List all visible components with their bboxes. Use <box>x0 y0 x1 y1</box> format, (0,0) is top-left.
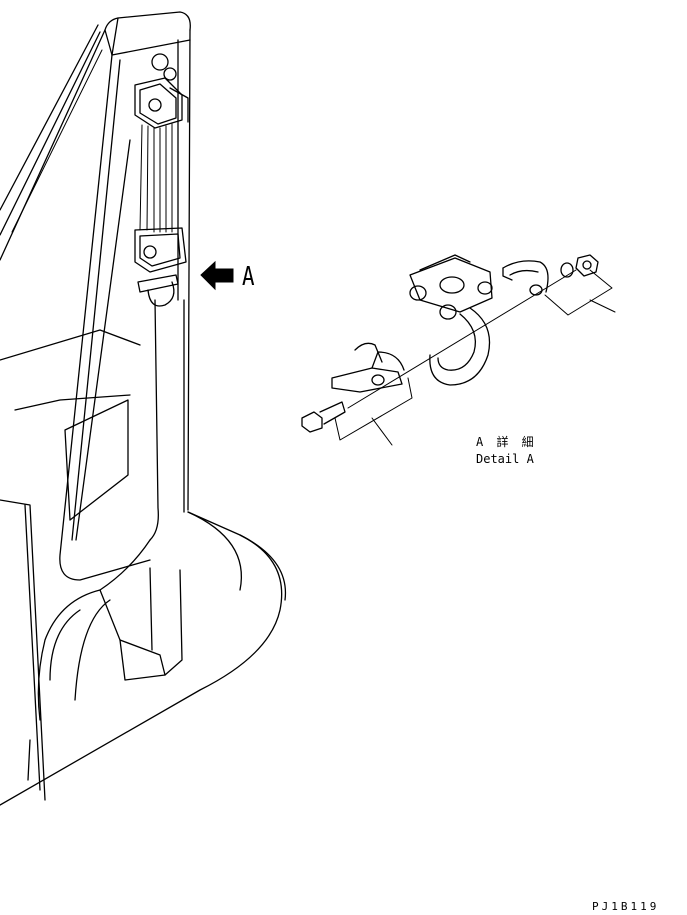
hanging-chain-bundle <box>139 121 179 233</box>
bolt-part <box>301 401 346 433</box>
upper-pulley-block <box>134 53 189 129</box>
leader-line-nut-group <box>544 269 616 316</box>
lower-hook-assembly <box>134 227 187 307</box>
detail-a-parts <box>301 254 616 446</box>
leader-line-bolt-group <box>334 377 413 446</box>
hook-part <box>409 254 493 386</box>
machine-body <box>0 11 287 806</box>
callout-arrow-icon <box>200 260 234 291</box>
assembly-centerline <box>347 269 577 409</box>
washer-part <box>560 262 574 278</box>
drawing-number: PJ1B119 <box>592 900 660 913</box>
bracket-part <box>331 342 405 393</box>
u-clip-part <box>502 260 549 296</box>
detail-title-english: Detail A <box>476 452 534 466</box>
nut-part <box>575 254 599 277</box>
callout-label-a: A <box>242 262 255 292</box>
detail-title-japanese: A 詳 細 <box>476 435 537 449</box>
